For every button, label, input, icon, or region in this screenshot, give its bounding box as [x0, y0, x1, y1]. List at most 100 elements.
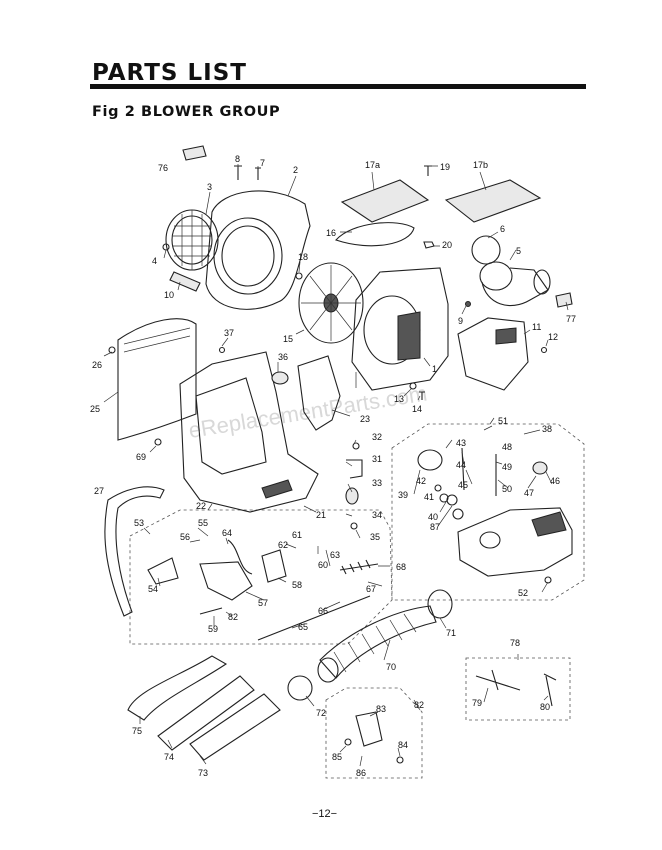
callout-52: 52 — [518, 588, 528, 598]
part-72-hose-clamp — [287, 675, 313, 701]
part-75-pipe-bend — [127, 655, 228, 721]
part-59-bolt — [199, 607, 223, 615]
callout-79: 79 — [472, 698, 482, 708]
callout-82b: 82 — [228, 612, 238, 622]
callout-43: 43 — [456, 438, 466, 448]
callout-75: 75 — [132, 726, 142, 736]
part-83-bracket — [355, 711, 383, 747]
callout-13: 13 — [394, 394, 404, 404]
part-9-bolt — [465, 301, 471, 307]
part-52-screw — [544, 576, 552, 584]
callout-37: 37 — [224, 328, 234, 338]
part-46-filter — [532, 461, 548, 475]
part-1-fan-case — [351, 267, 449, 391]
callout-36: 36 — [278, 352, 288, 362]
callout-32: 32 — [372, 432, 382, 442]
callout-64: 64 — [222, 528, 232, 538]
callout-50: 50 — [502, 484, 512, 494]
callout-77: 77 — [566, 314, 576, 324]
callout-47: 47 — [524, 488, 534, 498]
part-37-bolt — [218, 346, 226, 354]
part-23-bracket — [297, 355, 341, 431]
callout-86: 86 — [356, 768, 366, 778]
callout-18: 18 — [298, 252, 308, 262]
part-80-screwdriver — [543, 673, 557, 707]
figure-title: Fig 2 BLOWER GROUP — [92, 104, 281, 120]
callout-68: 68 — [396, 562, 406, 572]
part-11-muffler-cover — [457, 317, 529, 391]
part-79-spark-plug-wrench — [475, 669, 521, 691]
group-outline-38 — [391, 423, 585, 601]
callout-6: 6 — [500, 224, 505, 234]
callout-76: 76 — [158, 163, 168, 173]
callout-2: 2 — [293, 165, 298, 175]
callout-39: 39 — [398, 490, 408, 500]
part-20-nut — [423, 241, 435, 249]
group-outline-82 — [325, 687, 423, 779]
callout-53: 53 — [134, 518, 144, 528]
part-64-wire — [227, 539, 253, 575]
part-87-washer — [446, 494, 458, 506]
callout-26: 26 — [92, 360, 102, 370]
part-27-shoulder-strap — [104, 486, 165, 617]
callout-16: 16 — [326, 228, 336, 238]
part-15-fan-impeller — [298, 262, 364, 344]
part-26-screw — [108, 346, 116, 354]
callout-5: 5 — [516, 246, 521, 256]
callout-74: 74 — [164, 752, 174, 762]
callout-49: 49 — [502, 462, 512, 472]
callout-11: 11 — [532, 322, 541, 332]
leader-lines — [103, 164, 569, 767]
title-rule — [90, 84, 586, 89]
part-10-tube — [169, 271, 201, 292]
callout-56: 56 — [180, 532, 190, 542]
part-25-back-pad — [117, 318, 197, 441]
part-69-bolt — [154, 438, 162, 446]
watermark: eReplacementParts.com — [187, 381, 429, 443]
part-42-plug — [434, 484, 442, 492]
callout-17b: 17b — [473, 160, 488, 170]
part-33-damper — [345, 487, 359, 505]
callout-48: 48 — [502, 442, 512, 452]
callout-82: 82 — [414, 700, 424, 710]
callout-7: 7 — [260, 158, 265, 168]
callout-55: 55 — [198, 518, 208, 528]
callout-15: 15 — [283, 334, 293, 344]
part-54-bracket — [147, 557, 179, 585]
part-8-screw — [234, 165, 242, 180]
callout-22: 22 — [196, 501, 206, 511]
callout-51: 51 — [498, 416, 508, 426]
part-2-fan-housing-cover — [205, 190, 311, 310]
callout-42: 42 — [416, 476, 426, 486]
part-18-bolt — [295, 272, 303, 280]
callout-9: 9 — [458, 316, 463, 326]
part-5-elbow — [479, 261, 551, 307]
callout-41: 41 — [424, 492, 434, 502]
callout-19: 19 — [440, 162, 450, 172]
part-16-gasket — [335, 222, 415, 247]
callout-78: 78 — [510, 638, 520, 648]
callout-62: 62 — [278, 540, 288, 550]
callout-54: 54 — [148, 584, 158, 594]
callout-8: 8 — [235, 154, 240, 164]
callout-17a: 17a — [365, 160, 380, 170]
callout-46: 46 — [550, 476, 560, 486]
callout-33: 33 — [372, 478, 382, 488]
part-17b-cover — [444, 179, 542, 223]
callout-72: 72 — [316, 708, 326, 718]
part-21-back-frame — [179, 351, 319, 513]
part-31-clamp — [346, 459, 363, 479]
callout-66: 66 — [318, 606, 328, 616]
callout-23: 23 — [360, 414, 370, 424]
callout-35: 35 — [370, 532, 380, 542]
callout-71: 71 — [446, 628, 456, 638]
callout-3: 3 — [207, 182, 212, 192]
callout-85: 85 — [332, 752, 342, 762]
part-35-nut — [350, 522, 358, 530]
part-84-nut — [396, 756, 404, 764]
callout-4: 4 — [152, 256, 157, 266]
callout-73: 73 — [198, 768, 208, 778]
callout-12: 12 — [548, 332, 558, 342]
callout-63: 63 — [330, 550, 340, 560]
